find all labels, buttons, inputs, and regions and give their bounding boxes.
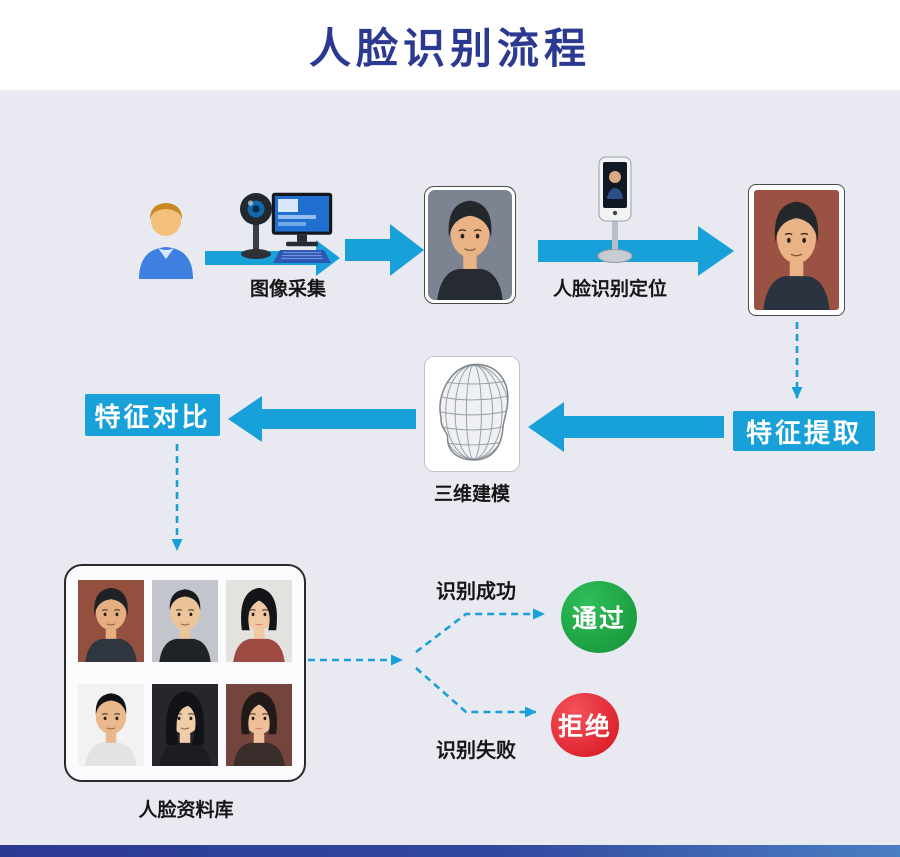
webcam-icon [233, 190, 279, 268]
feature-comparison-box: 特征对比 [85, 394, 220, 436]
person-icon [131, 197, 201, 279]
captured-face-image [428, 190, 512, 300]
wireframe-head-icon [427, 359, 517, 469]
header: 人脸识别流程 [0, 0, 900, 90]
feature-extraction-box: 特征提取 [733, 411, 875, 451]
pass-badge: 通过 [561, 581, 637, 653]
database-photo [226, 684, 292, 766]
database-photo [226, 580, 292, 662]
label-recognition-success: 识别成功 [436, 581, 516, 603]
database-photo [152, 580, 218, 662]
monitor-icon [271, 192, 333, 266]
database-photo [78, 684, 144, 766]
face-database [64, 564, 306, 782]
wireframe-model-box [424, 356, 520, 472]
page-title: 人脸识别流程 [308, 24, 591, 72]
footer-bar [0, 845, 900, 857]
label-face-detection: 人脸识别定位 [552, 279, 668, 300]
detected-face-photo [748, 184, 845, 316]
detected-face-image [754, 190, 839, 310]
database-photo [152, 684, 218, 766]
reject-badge: 拒绝 [551, 693, 619, 757]
captured-face-photo [424, 186, 516, 304]
label-recognition-failure: 识别失败 [436, 740, 516, 762]
label-3d-modeling: 三维建模 [433, 484, 511, 505]
database-photo [78, 580, 144, 662]
label-image-capture: 图像采集 [249, 279, 327, 300]
face-terminal-icon [590, 156, 640, 268]
label-face-database: 人脸资料库 [138, 800, 234, 821]
